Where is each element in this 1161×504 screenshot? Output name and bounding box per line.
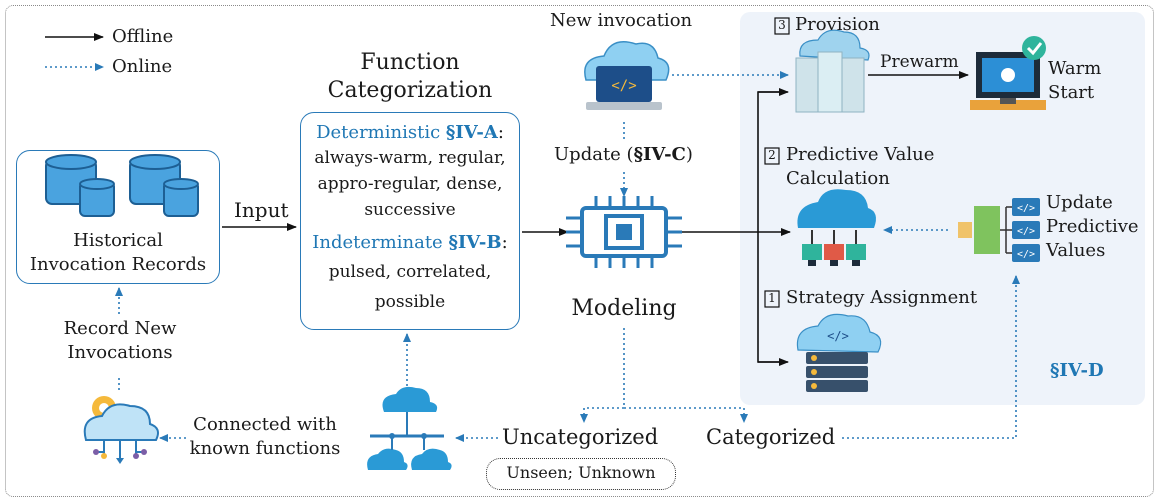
legend-offline-label: Offline	[112, 26, 174, 47]
categorization-box	[300, 112, 520, 330]
monitor-check-icon	[970, 36, 1046, 110]
svg-text:</>: </>	[1017, 203, 1035, 214]
new-invocation-label: New invocation	[550, 10, 693, 31]
svg-text:</>: </>	[611, 78, 636, 94]
record-new-line1: Record New	[63, 318, 177, 339]
server-cloud-icon	[795, 29, 870, 113]
indeterminate-item: possible	[374, 292, 446, 312]
arrow-categorized-to-update	[842, 275, 1020, 439]
deterministic-item: appro-regular, dense,	[317, 174, 503, 194]
update-values-line3: Values	[1046, 240, 1106, 261]
update-label: Update (§IV-C)	[554, 144, 693, 165]
indeterminate-label: Indeterminate	[312, 232, 443, 253]
prewarm-label: Prewarm	[880, 52, 959, 72]
step-3-number: 3	[778, 18, 786, 32]
bracket-strategy-steps	[757, 91, 784, 363]
deterministic-item: always-warm, regular,	[314, 148, 506, 168]
predictive-line1: Predictive Value	[786, 144, 935, 165]
indeterminate-item: pulsed, correlated,	[328, 262, 492, 282]
warm-start-line1: Warm	[1048, 58, 1102, 79]
predictive-line2: Calculation	[786, 168, 890, 189]
deterministic-label: Deterministic	[316, 122, 441, 143]
step-number-boxes	[764, 17, 790, 308]
update-values-line2: Predictive	[1046, 216, 1139, 237]
chip-icon	[566, 196, 682, 268]
diagram-frame	[5, 5, 1154, 497]
connected-line1: Connected with	[193, 414, 337, 435]
update-values-line1: Update	[1046, 192, 1113, 213]
arrow-split-categorized	[624, 407, 748, 423]
input-label: Input	[234, 198, 289, 222]
svg-text:</>: </>	[1017, 249, 1035, 260]
history-label-line1: Historical	[73, 230, 163, 251]
warm-start-line2: Start	[1048, 82, 1095, 103]
unseen-label: Unseen; Unknown	[506, 463, 656, 482]
modeling-label: Modeling	[571, 296, 677, 321]
categorization-title-line1: Function	[360, 50, 460, 75]
indeterminate-heading: Indeterminate §IV-B:	[312, 232, 508, 253]
cloud-server-icon: </>	[796, 313, 882, 392]
network-cloud-icon	[367, 386, 452, 470]
history-box	[16, 150, 220, 284]
unseen-box	[486, 458, 676, 490]
deterministic-item: successive	[364, 200, 456, 220]
provision-label: Provision	[795, 14, 880, 35]
categorization-title-line2: Categorization	[327, 78, 493, 103]
legend-online-label: Online	[112, 56, 173, 77]
section-ref-label: §IV-D	[1050, 360, 1104, 381]
code-modules-icon: </> </> </>	[958, 198, 1040, 262]
history-label-line2: Invocation Records	[29, 254, 207, 275]
strategy-label: Strategy Assignment	[786, 287, 978, 308]
cloud-computers-icon	[797, 189, 876, 266]
cloud-gear-icon	[83, 396, 159, 464]
deterministic-ref: §IV-A	[445, 122, 498, 143]
arrow-split-uncategorized	[580, 407, 624, 423]
connected-line2: known functions	[189, 438, 341, 459]
svg-text:</>: </>	[1017, 226, 1035, 237]
svg-text:</>: </>	[827, 329, 849, 343]
update-ref: §IV-C	[633, 144, 686, 165]
categorized-label: Categorized	[706, 425, 836, 449]
step-1-number: 1	[768, 291, 776, 305]
cloud-laptop-icon: </>	[584, 41, 670, 110]
deterministic-heading: Deterministic §IV-A:	[316, 122, 504, 143]
uncategorized-label: Uncategorized	[502, 425, 659, 449]
record-new-line2: Invocations	[67, 342, 173, 363]
database-icon	[45, 154, 199, 217]
step-2-number: 2	[768, 148, 776, 162]
indeterminate-ref: §IV-B	[448, 232, 502, 253]
